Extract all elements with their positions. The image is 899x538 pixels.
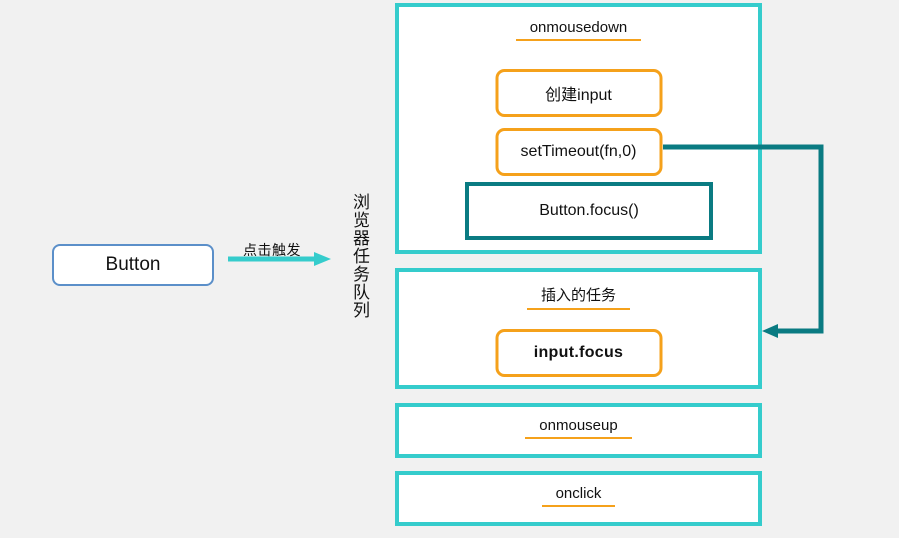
queue-box-inserted-task: 插入的任务 input.focus bbox=[395, 268, 762, 389]
trigger-button-label: Button bbox=[105, 254, 161, 275]
box-heading-onclick: onclick bbox=[399, 475, 758, 507]
task-item-set-timeout[interactable]: setTimeout(fn,0) bbox=[495, 128, 662, 176]
task-item-label: setTimeout(fn,0) bbox=[520, 143, 637, 160]
task-item-button-focus[interactable]: Button.focus() bbox=[465, 182, 713, 240]
box-heading-onmousedown: onmousedown bbox=[399, 7, 758, 41]
task-item-label: input.focus bbox=[533, 344, 624, 361]
task-item-input-focus[interactable]: input.focus bbox=[495, 329, 662, 377]
arrow-left-icon bbox=[762, 324, 778, 338]
box-heading-onmouseup: onmouseup bbox=[399, 407, 758, 439]
arrow-right-icon bbox=[228, 252, 331, 266]
queue-box-onmousedown: onmousedown 创建input setTimeout(fn,0) But… bbox=[395, 3, 762, 254]
browser-task-queue-label: 浏览器任务队列 bbox=[350, 193, 369, 319]
task-item-create-input[interactable]: 创建input bbox=[495, 69, 662, 117]
task-item-label: Button.focus() bbox=[539, 202, 639, 219]
queue-box-onmouseup: onmouseup bbox=[395, 403, 762, 458]
queue-box-onclick: onclick bbox=[395, 471, 762, 526]
task-item-label: 创建input bbox=[545, 87, 612, 104]
trigger-button[interactable]: Button bbox=[52, 244, 214, 286]
trigger-arrow-label: 点击触发 bbox=[243, 242, 301, 258]
box-heading-inserted-task: 插入的任务 bbox=[399, 272, 758, 310]
